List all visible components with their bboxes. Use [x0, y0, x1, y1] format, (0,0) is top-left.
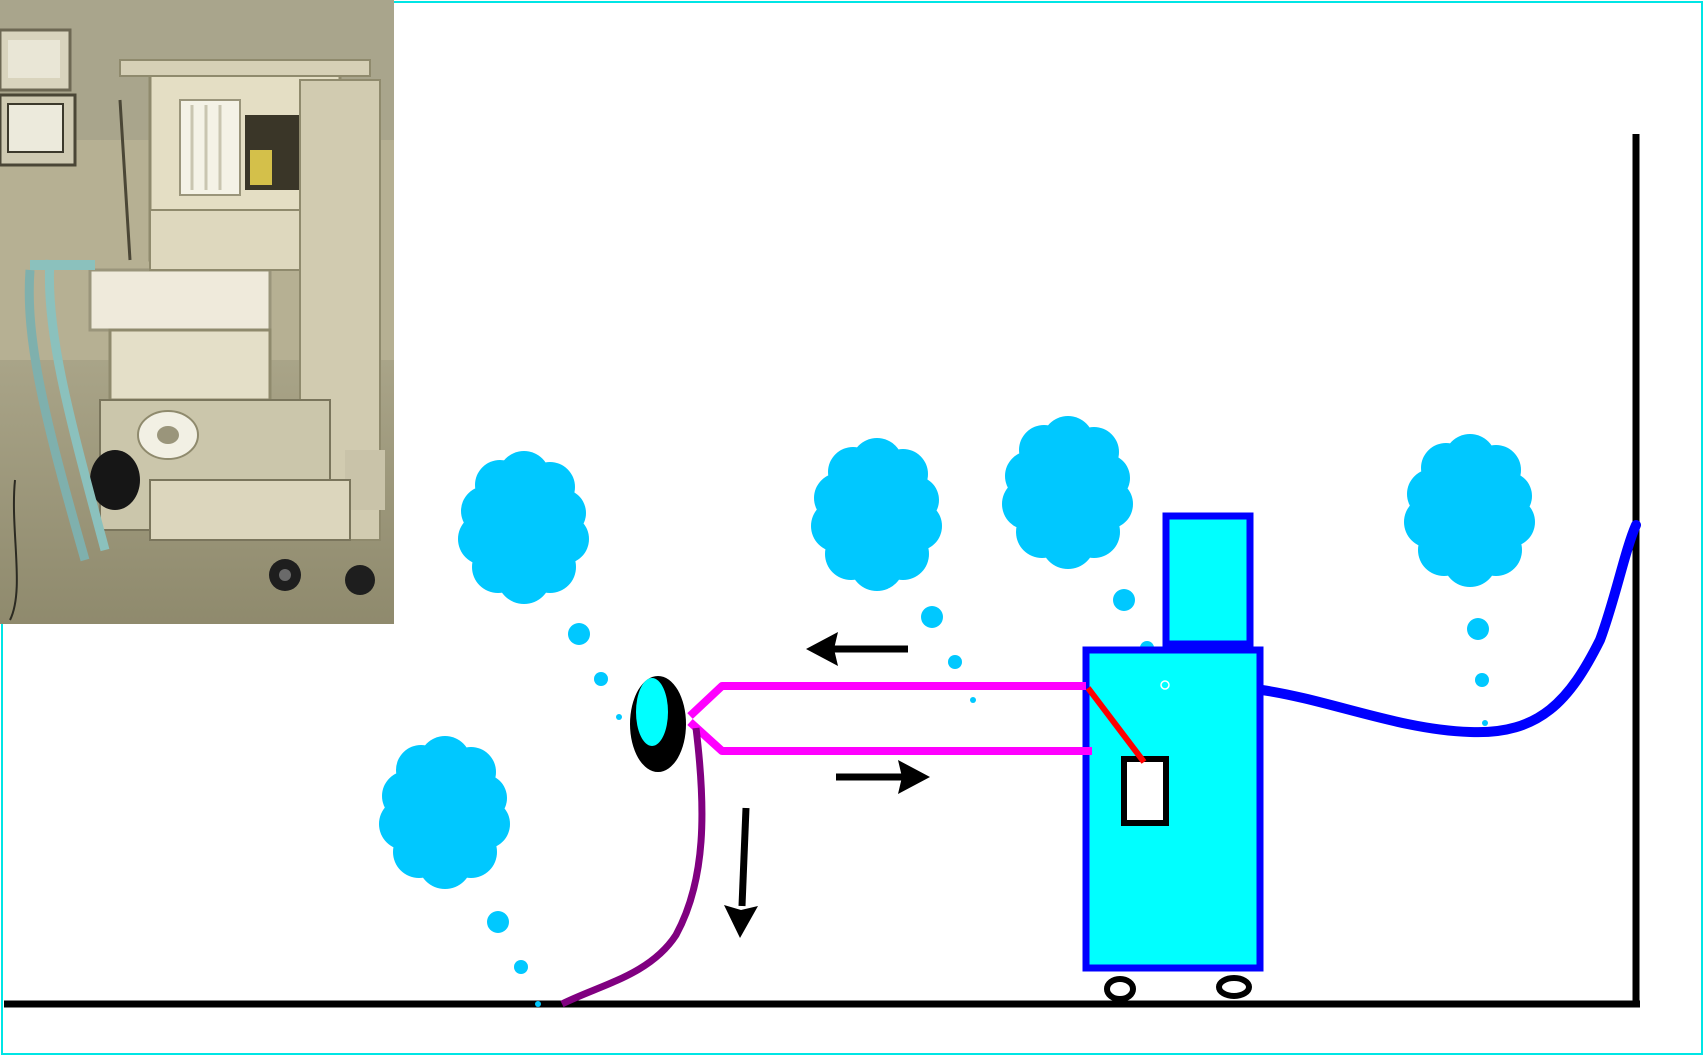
- arrow-right-icon: [836, 760, 930, 794]
- arrow-left-icon: [806, 632, 908, 666]
- thought-cloud-icon: [1404, 434, 1535, 726]
- thought-cloud-icon: [811, 438, 976, 703]
- supply-hose: [1257, 520, 1641, 738]
- arrow-down-icon: [724, 807, 758, 938]
- exhaust-tube: [560, 727, 706, 1008]
- face-mask-icon: [630, 676, 686, 772]
- anesthesia-machine-icon: [1082, 512, 1264, 1002]
- thought-cloud-icon: [458, 451, 622, 720]
- anesthesia-machine-photo: [0, 0, 394, 624]
- machine-wheel: [1104, 976, 1136, 1002]
- circuit-tubing: [687, 682, 1092, 755]
- machine-wheel: [1216, 975, 1252, 999]
- indicator-line: [1085, 686, 1147, 764]
- thought-cloud-icon: [379, 736, 541, 1007]
- machine-indicator-panel: [1121, 756, 1169, 826]
